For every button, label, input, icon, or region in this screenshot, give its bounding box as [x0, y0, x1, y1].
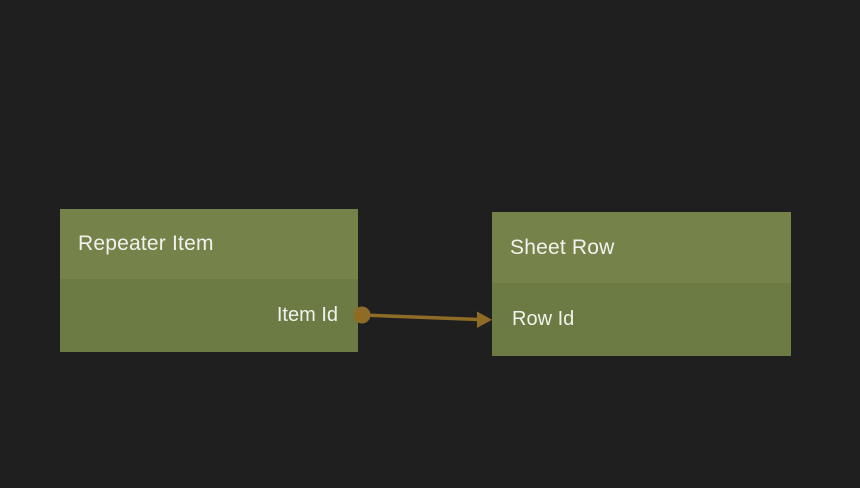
- field-row-id[interactable]: Row Id: [492, 283, 791, 356]
- node-body-repeater-item: Item Id: [60, 279, 358, 352]
- connection-line[interactable]: [361, 313, 480, 322]
- arrowhead-icon: [477, 311, 492, 328]
- field-item-id[interactable]: Item Id: [60, 279, 358, 352]
- field-label-item-id: Item Id: [276, 304, 338, 326]
- node-sheet-row[interactable]: Sheet Row Row Id: [492, 212, 791, 356]
- field-label-row-id: Row Id: [512, 308, 575, 330]
- node-title-sheet-row: Sheet Row: [492, 212, 791, 283]
- node-title-repeater-item: Repeater Item: [60, 209, 358, 279]
- node-body-sheet-row: Row Id: [492, 283, 791, 356]
- node-repeater-item[interactable]: Repeater Item Item Id: [60, 209, 358, 352]
